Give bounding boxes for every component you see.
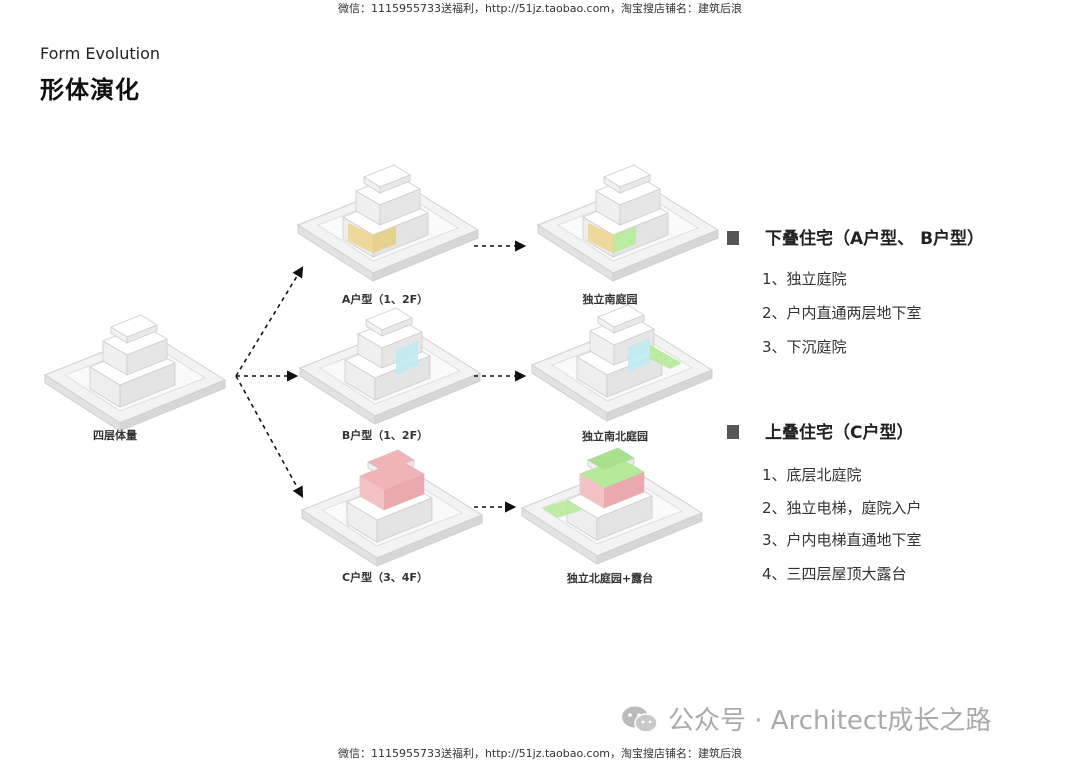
arrow-to-type-c (236, 376, 302, 496)
type-c-result-model (522, 448, 702, 564)
type-b-massing-model (300, 308, 480, 424)
section-item: 2、独立电梯，庭院入户 (762, 497, 922, 518)
section-item: 2、户内直通两层地下室 (762, 302, 922, 323)
type-c-massing-model (302, 450, 482, 566)
section-heading-text: 下叠住宅（A户型、 B户型） (765, 229, 984, 249)
origin-massing-model (45, 315, 225, 431)
section-item: 3、下沉庭院 (762, 336, 847, 357)
section-item: 3、户内电梯直通地下室 (762, 529, 922, 550)
watermark-bottom: 微信：1115955733送福利，http://51jz.taobao.com，… (0, 745, 1080, 761)
section-lower-housing-heading: 下叠住宅（A户型、 B户型） (727, 224, 984, 249)
section-item: 1、独立庭院 (762, 268, 847, 289)
arrow-to-type-a (236, 268, 302, 376)
type-b-caption: B户型（1、2F） (320, 427, 450, 443)
section-item: 1、底层北庭院 (762, 464, 862, 485)
type-c-result-caption: 独立北庭园+露台 (540, 570, 680, 586)
section-heading-text: 上叠住宅（C户型） (765, 423, 913, 443)
wechat-watermark: 公众号 · Architect成长之路 (620, 700, 991, 737)
origin-caption: 四层体量 (60, 427, 170, 443)
wechat-icon (620, 704, 660, 734)
type-b-result-caption: 独立南北庭园 (550, 428, 680, 444)
section-marker-icon (727, 231, 739, 245)
type-a-caption: A户型（1、2F） (320, 291, 450, 307)
type-a-result-model (538, 165, 718, 281)
section-marker-icon (727, 425, 739, 439)
type-c-caption: C户型（3、4F） (320, 569, 450, 585)
section-upper-housing-heading: 上叠住宅（C户型） (727, 418, 913, 443)
type-a-massing-model (298, 165, 478, 281)
section-item: 4、三四层屋顶大露台 (762, 563, 907, 584)
wechat-watermark-text: 公众号 · Architect成长之路 (668, 700, 991, 737)
type-b-result-model (532, 305, 712, 421)
type-a-result-caption: 独立南庭园 (550, 291, 670, 307)
